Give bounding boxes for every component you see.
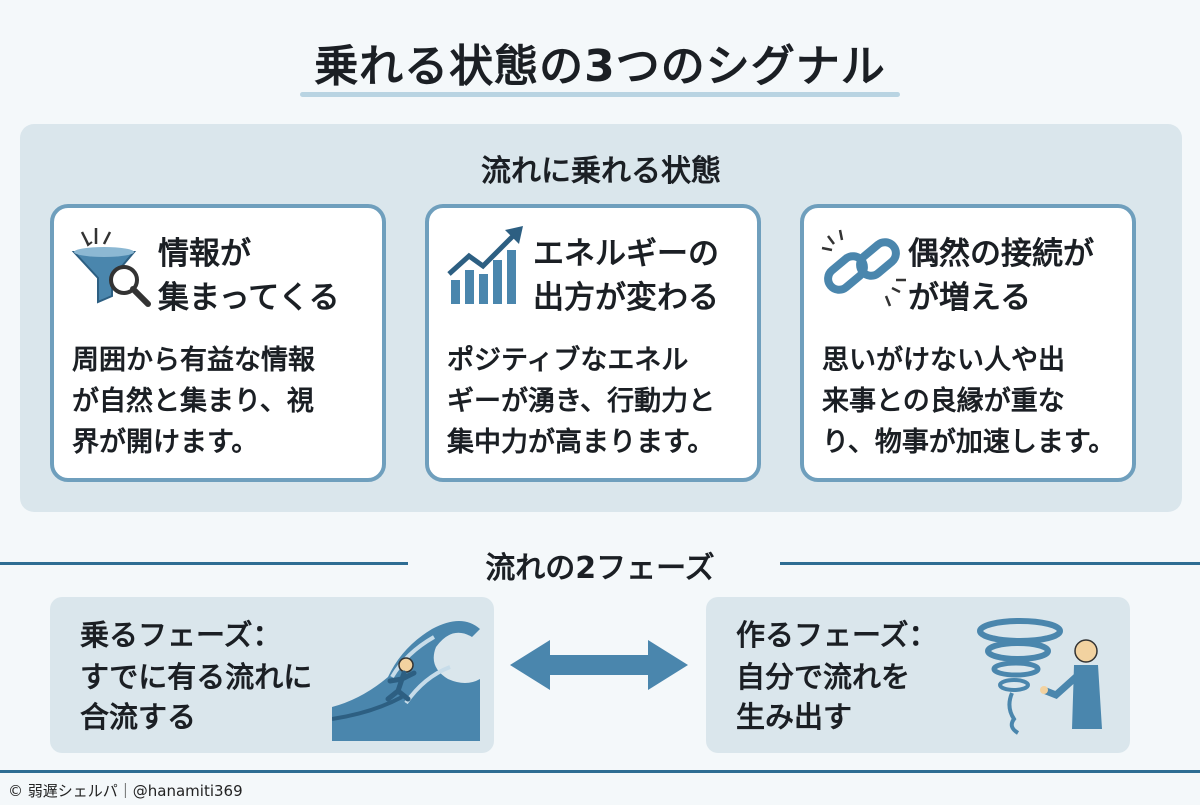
tornado-person-icon: [968, 607, 1118, 741]
phase-description: すでに有る流れに 合流する: [80, 660, 313, 734]
card-title: エネルギーの 出方が変わる: [533, 236, 719, 316]
title-underline: [300, 92, 900, 97]
phase-description: 自分で流れを 生み出す: [736, 660, 911, 734]
signals-heading: 流れに乗れる状態: [481, 154, 721, 189]
signal-card-connection: 偶然の接続が が増える 思いがけない人や出 来事との良縁が重な り、物事が加速し…: [800, 204, 1136, 482]
card-description: 思いがけない人や出 来事との良縁が重な り、物事が加速します。: [822, 345, 1116, 458]
phases-heading: 流れの2フェーズ: [485, 551, 715, 586]
card-title: 偶然の接続が が増える: [908, 236, 1094, 316]
phase-label: 作るフェーズ：: [736, 618, 938, 652]
credit-text: © 弱遅シェルパ｜@hanamiti369: [8, 782, 243, 800]
funnel-magnifier-icon: [68, 222, 158, 312]
phase-make-box: 作るフェーズ： 自分で流れを 生み出す: [706, 597, 1130, 753]
card-description: 周囲から有益な情報 が自然と集まり、視 界が開けます。: [72, 345, 315, 458]
double-arrow-icon: [510, 640, 688, 690]
card-description: ポジティブなエネル ギーが湧き、行動力と 集中力が高まります。: [447, 345, 716, 458]
rising-bar-chart-icon: [443, 222, 533, 312]
phase-ride-box: 乗るフェーズ： すでに有る流れに 合流する: [50, 597, 494, 753]
signal-card-energy: エネルギーの 出方が変わる ポジティブなエネル ギーが湧き、行動力と 集中力が高…: [425, 204, 761, 482]
signals-panel: 流れに乗れる状態 情報が 集まってくる 周囲から有益な情報 が自然と集まり、視 …: [20, 124, 1182, 512]
page-title: 乗れる状態の3つのシグナル: [314, 41, 886, 92]
signal-card-information: 情報が 集まってくる 周囲から有益な情報 が自然と集まり、視 界が開けます。: [50, 204, 386, 482]
wave-surfer-icon: [331, 607, 482, 741]
section-divider-left: [0, 562, 408, 565]
phase-label: 乗るフェーズ：: [80, 618, 282, 652]
card-title: 情報が 集まってくる: [158, 236, 340, 316]
chain-link-icon: [818, 222, 908, 312]
section-divider-right: [780, 562, 1200, 565]
footer-divider: [0, 770, 1200, 773]
